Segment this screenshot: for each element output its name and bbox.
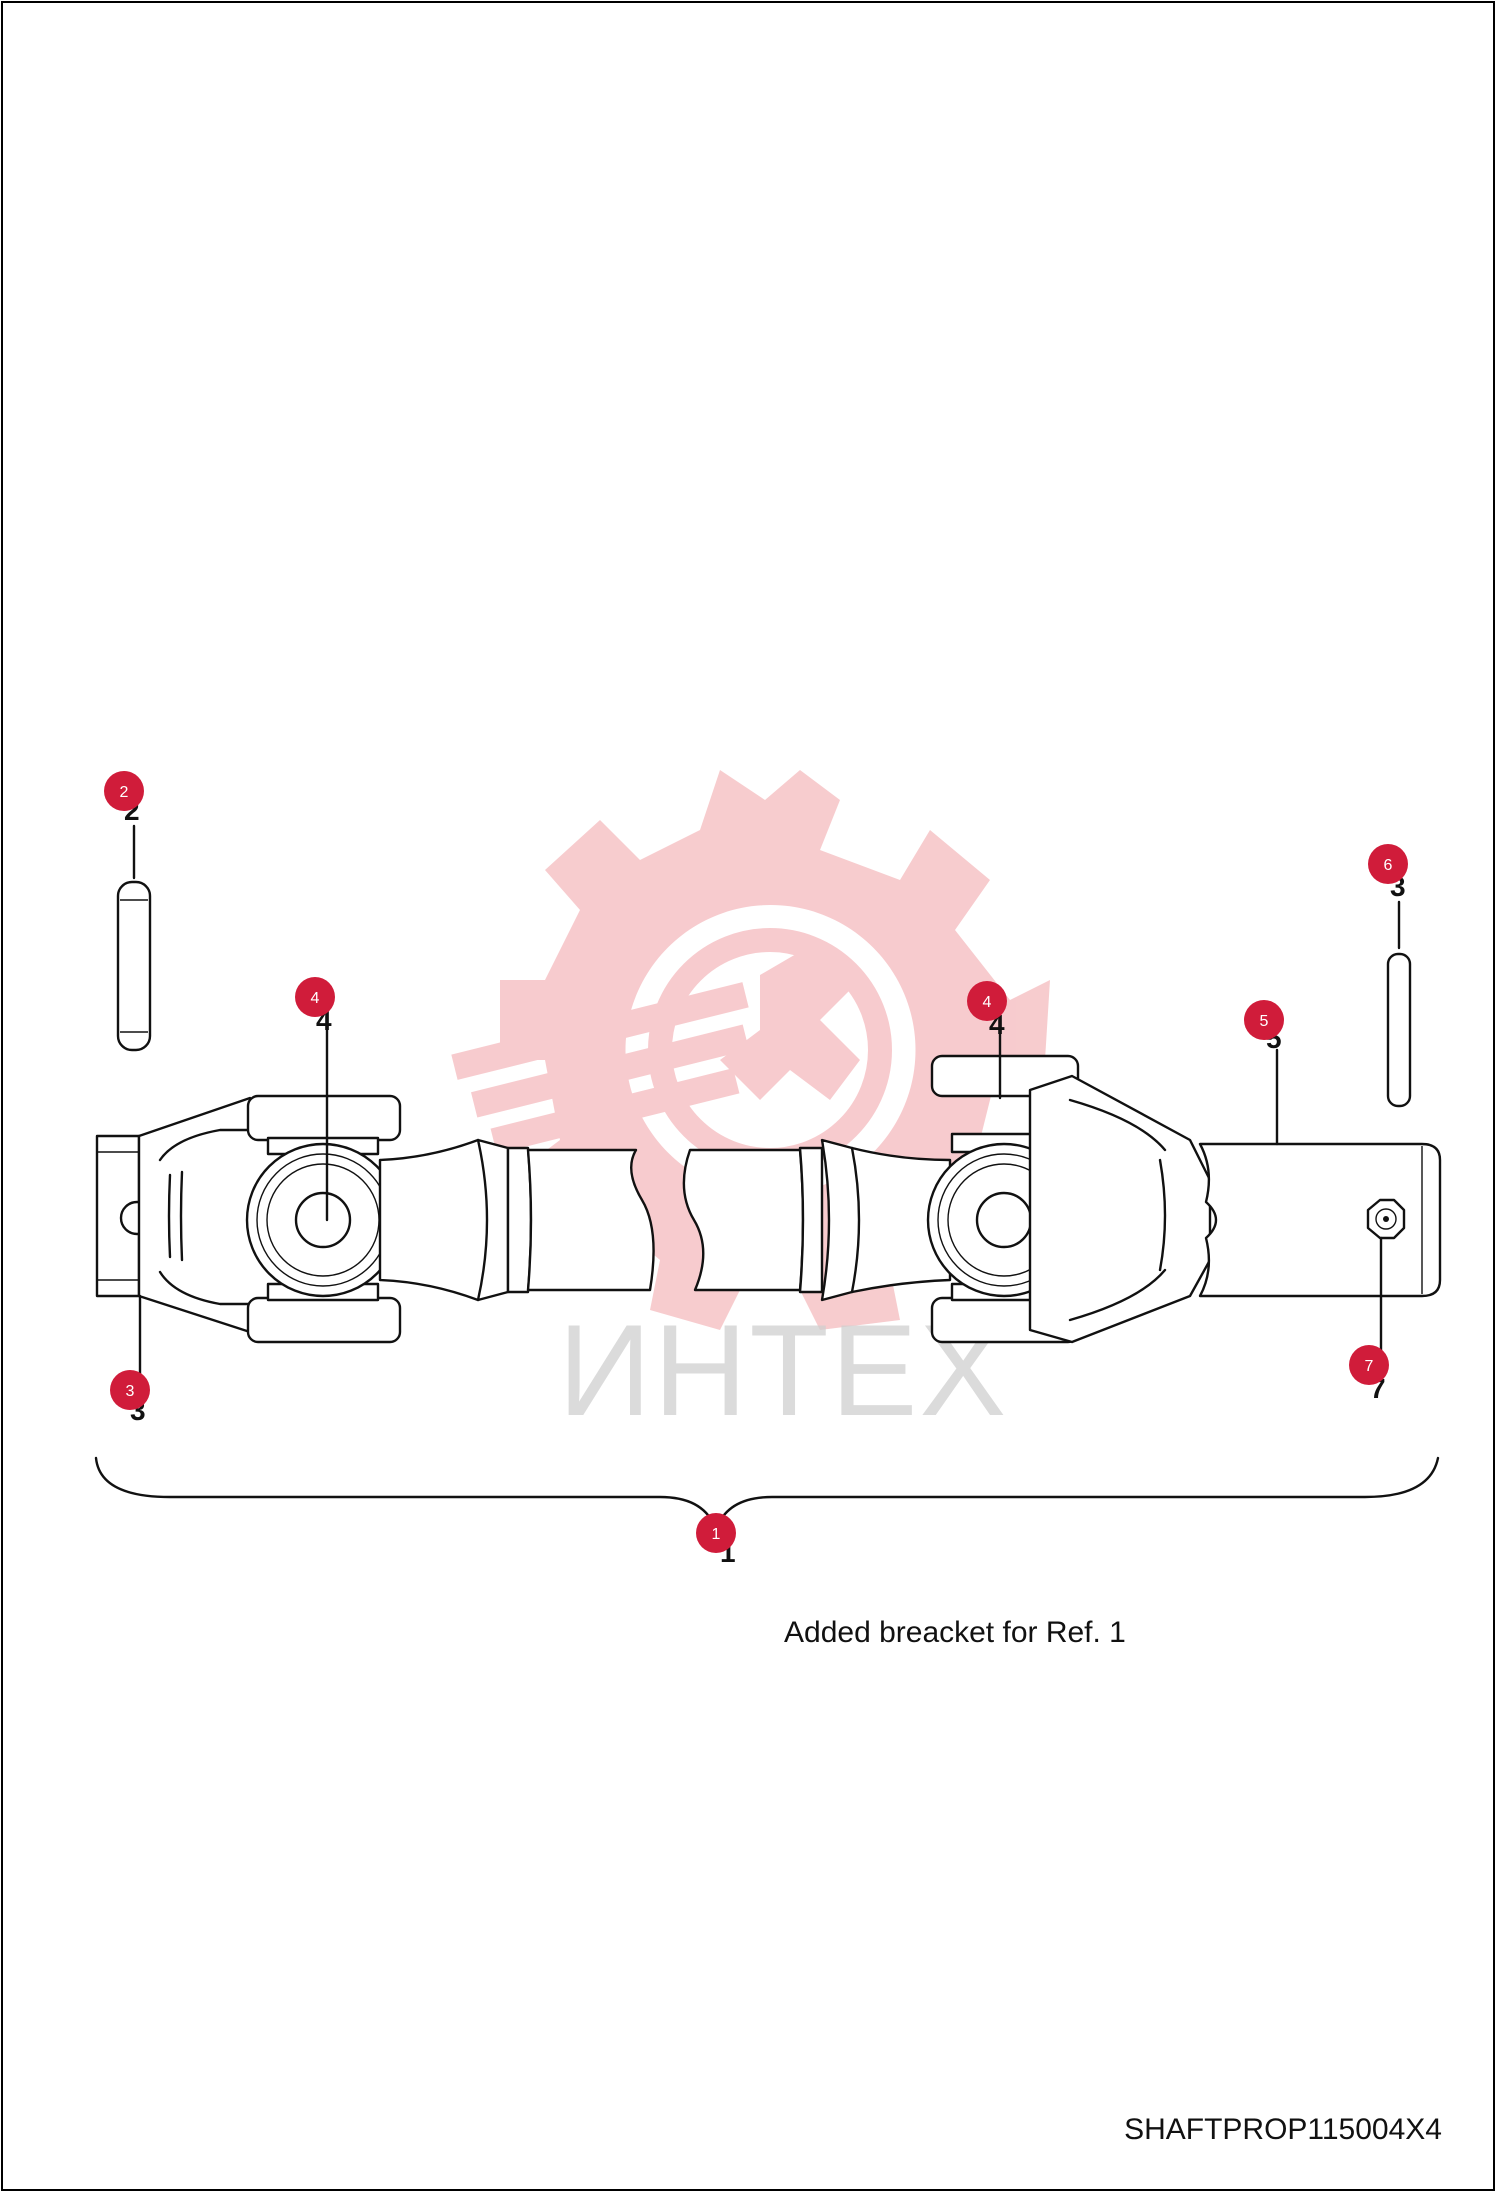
callout-1[interactable]: 1 bbox=[696, 1513, 736, 1553]
assembly-brace bbox=[94, 1456, 1440, 1532]
shaft-assembly bbox=[95, 1022, 1442, 1382]
left-universal-joint-bearing bbox=[245, 1142, 401, 1298]
left-shaft-tube bbox=[526, 1148, 655, 1292]
drawing-code: SHAFTPROP115004X4 bbox=[1124, 2113, 1442, 2146]
svg-text:6: 6 bbox=[1384, 857, 1393, 874]
svg-text:4: 4 bbox=[983, 994, 992, 1011]
svg-text:2: 2 bbox=[120, 784, 129, 801]
grease-nipple-part-7 bbox=[1366, 1198, 1406, 1240]
svg-text:5: 5 bbox=[1260, 1013, 1269, 1030]
callout-3-circle bbox=[110, 1370, 150, 1410]
left-bearing-cap-top bbox=[246, 1094, 402, 1142]
callout-7-circle bbox=[1349, 1345, 1389, 1385]
svg-text:1: 1 bbox=[712, 1526, 721, 1543]
pin-part-6 bbox=[1386, 900, 1412, 1108]
callout-7[interactable]: 7 bbox=[1349, 1345, 1389, 1385]
right-shaft-tube bbox=[682, 1148, 805, 1292]
pin-part-2 bbox=[116, 824, 152, 1052]
svg-text:3: 3 bbox=[126, 1383, 135, 1400]
bracket-caption: Added breacket for Ref. 1 bbox=[784, 1616, 1126, 1649]
callout-6[interactable]: 6 bbox=[1368, 844, 1408, 884]
callout-4-right-circle bbox=[967, 981, 1007, 1021]
callout-1-circle bbox=[696, 1513, 736, 1553]
left-bearing-cap-bottom bbox=[246, 1296, 402, 1344]
callout-5[interactable]: 5 bbox=[1244, 1000, 1284, 1040]
callout-4-left[interactable]: 4 bbox=[295, 977, 335, 1017]
callout-6-circle bbox=[1368, 844, 1408, 884]
svg-text:4: 4 bbox=[311, 990, 320, 1007]
callout-4-left-circle bbox=[295, 977, 335, 1017]
svg-text:7: 7 bbox=[1365, 1358, 1374, 1375]
callout-badges: 2 4 4 5 6 3 7 1 bbox=[104, 771, 1408, 1553]
callout-2-circle bbox=[104, 771, 144, 811]
callout-2[interactable]: 2 bbox=[104, 771, 144, 811]
callout-3[interactable]: 3 bbox=[110, 1370, 150, 1410]
callout-4-right[interactable]: 4 bbox=[967, 981, 1007, 1021]
callout-5-circle bbox=[1244, 1000, 1284, 1040]
